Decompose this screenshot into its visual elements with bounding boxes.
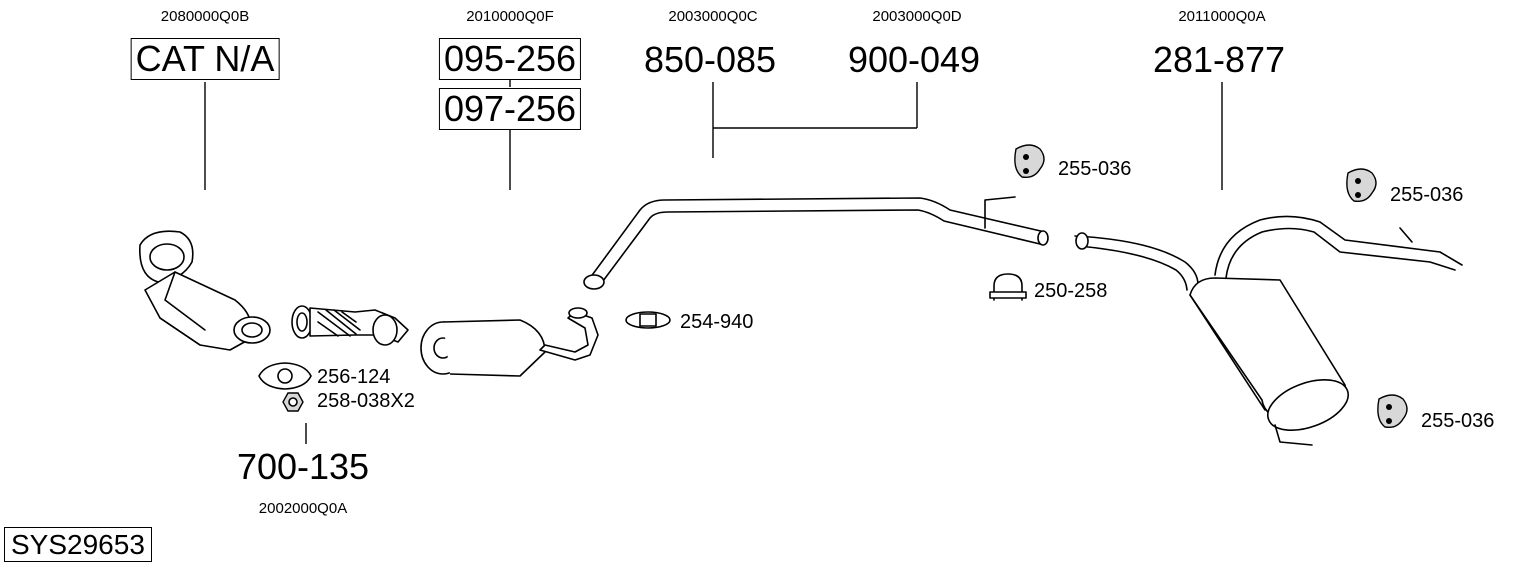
- accessory-code[interactable]: 255-036: [1421, 410, 1495, 432]
- part-number[interactable]: CAT N/A: [130, 38, 280, 80]
- oem-code: 2010000Q0F: [466, 8, 554, 25]
- part-number[interactable]: 900-049: [847, 39, 981, 80]
- band-clamp-icon: [625, 311, 671, 329]
- part-number[interactable]: 281-877: [1152, 39, 1286, 80]
- oem-code: 2011000Q0A: [1178, 8, 1266, 25]
- oem-code: 2003000Q0C: [668, 8, 758, 25]
- system-id-label: SYS29653: [4, 527, 152, 562]
- flex-pipe-part: [291, 305, 409, 346]
- part-number[interactable]: 850-085: [643, 39, 777, 80]
- part-number[interactable]: 095-256: [438, 38, 582, 80]
- front-silencer-part: [420, 307, 599, 377]
- rubber-hanger-icon: [1377, 394, 1408, 429]
- accessory-code[interactable]: 256-124: [317, 366, 391, 388]
- oem-code: 2080000Q0B: [160, 8, 250, 25]
- intermediate-pipe-part: [583, 196, 1049, 290]
- u-clamp-icon: [989, 273, 1027, 301]
- oem-code: 2002000Q0A: [258, 500, 348, 517]
- leader-lines: [204, 80, 1223, 444]
- part-number[interactable]: 700-135: [236, 446, 370, 487]
- accessory-code[interactable]: 255-036: [1058, 158, 1132, 180]
- rear-silencer-part: [1074, 215, 1463, 446]
- catalytic-converter-part: [139, 230, 271, 351]
- oem-code: 2003000Q0D: [872, 8, 962, 25]
- flange-gasket-icon: [258, 362, 312, 390]
- accessory-code[interactable]: 254-940: [680, 311, 754, 333]
- hex-nut-icon: [282, 392, 304, 412]
- rubber-hanger-icon: [1346, 168, 1377, 203]
- accessory-code[interactable]: 250-258: [1034, 280, 1108, 302]
- part-number[interactable]: 097-256: [438, 88, 582, 130]
- accessory-code[interactable]: 258-038X2: [317, 390, 415, 412]
- rubber-hanger-icon: [1014, 144, 1045, 179]
- accessory-code[interactable]: 255-036: [1390, 184, 1464, 206]
